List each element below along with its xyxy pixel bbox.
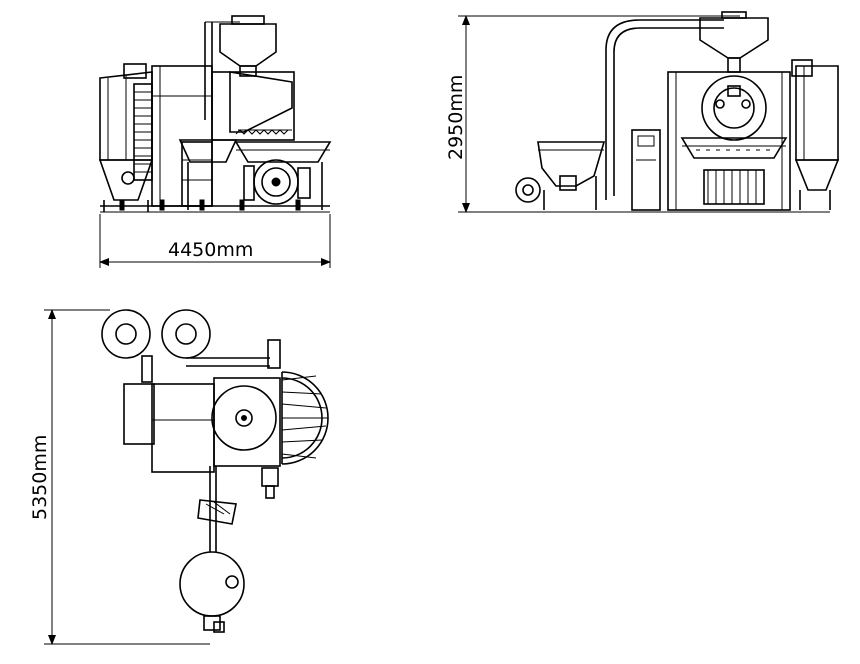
front-cooling-tray (178, 139, 332, 210)
front-body (151, 65, 213, 207)
side-cyclone (791, 59, 840, 210)
side-hopper (699, 11, 769, 73)
top-length-dimension: 5350mm (29, 309, 210, 645)
side-view: 2950mm (445, 11, 840, 213)
top-view: 5350mm (29, 309, 329, 645)
top-cyclone-right (161, 309, 211, 359)
front-fan (243, 159, 311, 205)
front-cyclone (98, 63, 154, 212)
front-view: 4450mm (98, 15, 332, 268)
side-roaster-frame (667, 71, 791, 211)
side-drum (701, 75, 767, 141)
top-ducts (141, 339, 281, 383)
side-dimension-label: 2950mm (445, 75, 467, 160)
side-conveyor-tube (605, 19, 724, 200)
top-drum (211, 385, 277, 451)
front-dimension-label: 4450mm (168, 239, 253, 261)
top-dimension-label: 5350mm (29, 435, 51, 520)
top-bean-loader (179, 551, 245, 633)
front-hopper (219, 15, 277, 77)
side-cooling-tray (680, 137, 788, 159)
front-width-dimension: 4450mm (99, 214, 331, 268)
top-roaster-body (123, 377, 281, 473)
side-control-cabinet (631, 129, 661, 211)
side-bean-loader (515, 141, 606, 210)
top-conveyor-line (197, 466, 237, 552)
front-drum-housing (211, 71, 295, 141)
top-cyclone-left (101, 309, 151, 359)
top-knob (261, 467, 279, 499)
front-pipe (204, 21, 240, 120)
side-motor (703, 169, 765, 205)
side-height-dimension: 2950mm (445, 15, 830, 213)
front-base (100, 199, 330, 213)
top-cooling-tray (281, 371, 329, 465)
